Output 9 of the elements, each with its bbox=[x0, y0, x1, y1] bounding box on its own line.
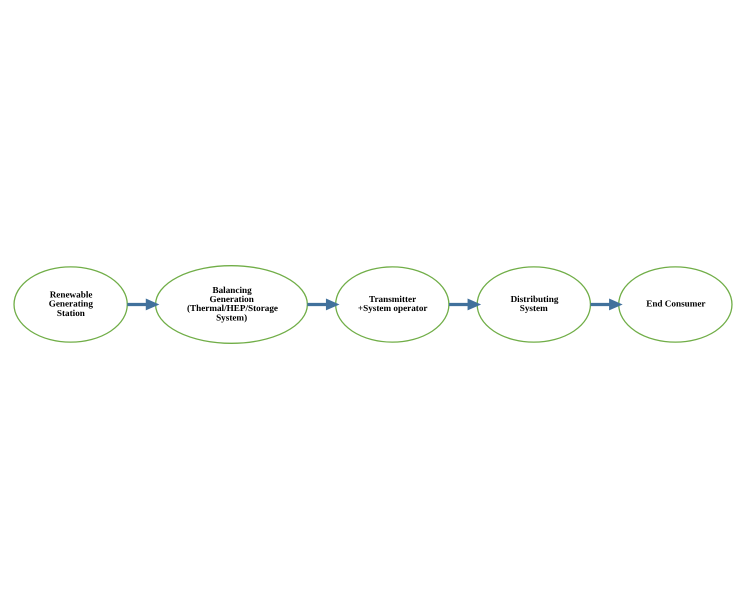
arrow bbox=[307, 298, 340, 310]
arrow bbox=[449, 298, 482, 310]
node-ellipse: Distributing System bbox=[476, 266, 592, 343]
node-ellipse: Balancing Generation (Thermal/HEP/Storage System) bbox=[154, 265, 308, 344]
arrow bbox=[127, 298, 160, 310]
arrow bbox=[590, 298, 623, 310]
node-ellipse: End Consumer bbox=[618, 266, 733, 343]
node-ellipse: Transmitter +System operator bbox=[335, 266, 450, 343]
node-ellipse: Renewable Generating Station bbox=[13, 266, 128, 343]
